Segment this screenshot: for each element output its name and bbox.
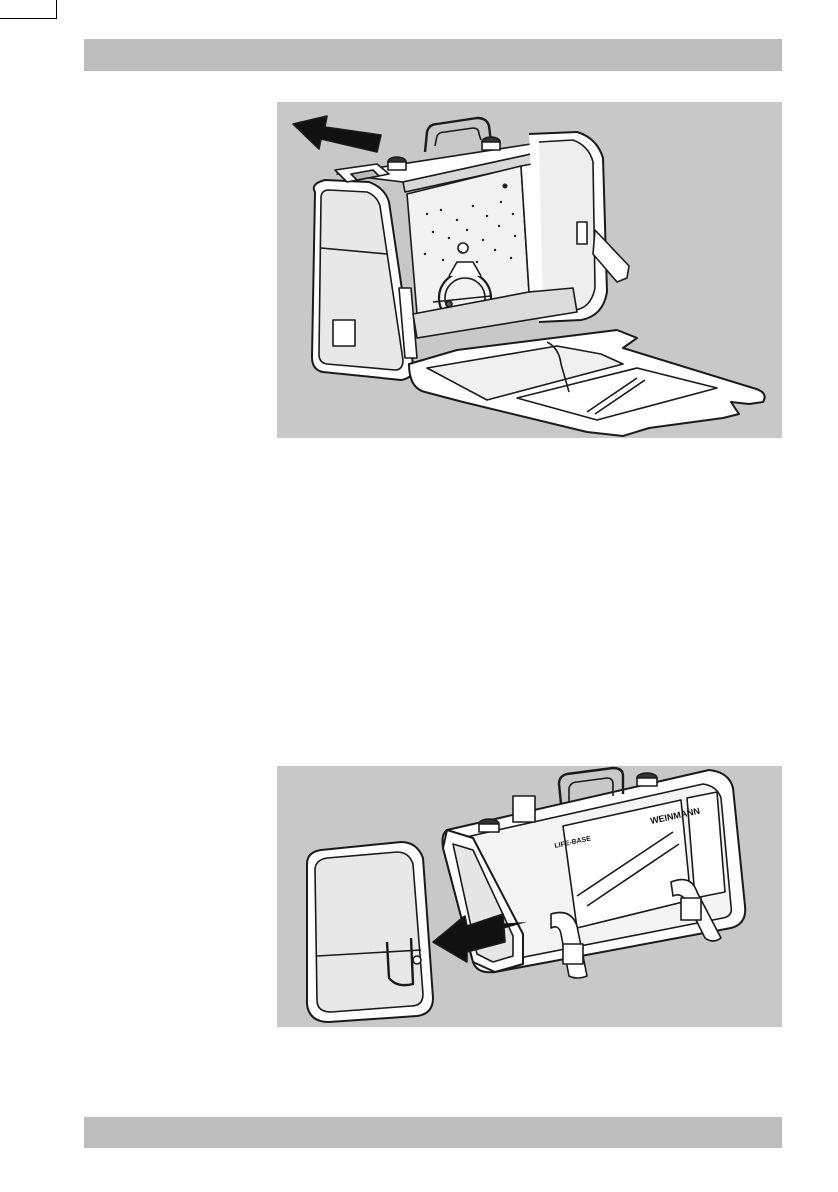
figure-remove-side-pouch: LIFE-BASE WEINMANN <box>277 766 782 1027</box>
open-case-illustration <box>277 102 782 438</box>
arrow-icon <box>293 116 381 152</box>
crop-mark <box>56 0 57 19</box>
figure-open-case <box>277 102 782 438</box>
crop-mark <box>0 18 56 19</box>
footer-bar <box>84 1117 782 1148</box>
header-bar <box>84 39 782 71</box>
side-pouch-illustration: LIFE-BASE WEINMANN <box>277 766 782 1027</box>
